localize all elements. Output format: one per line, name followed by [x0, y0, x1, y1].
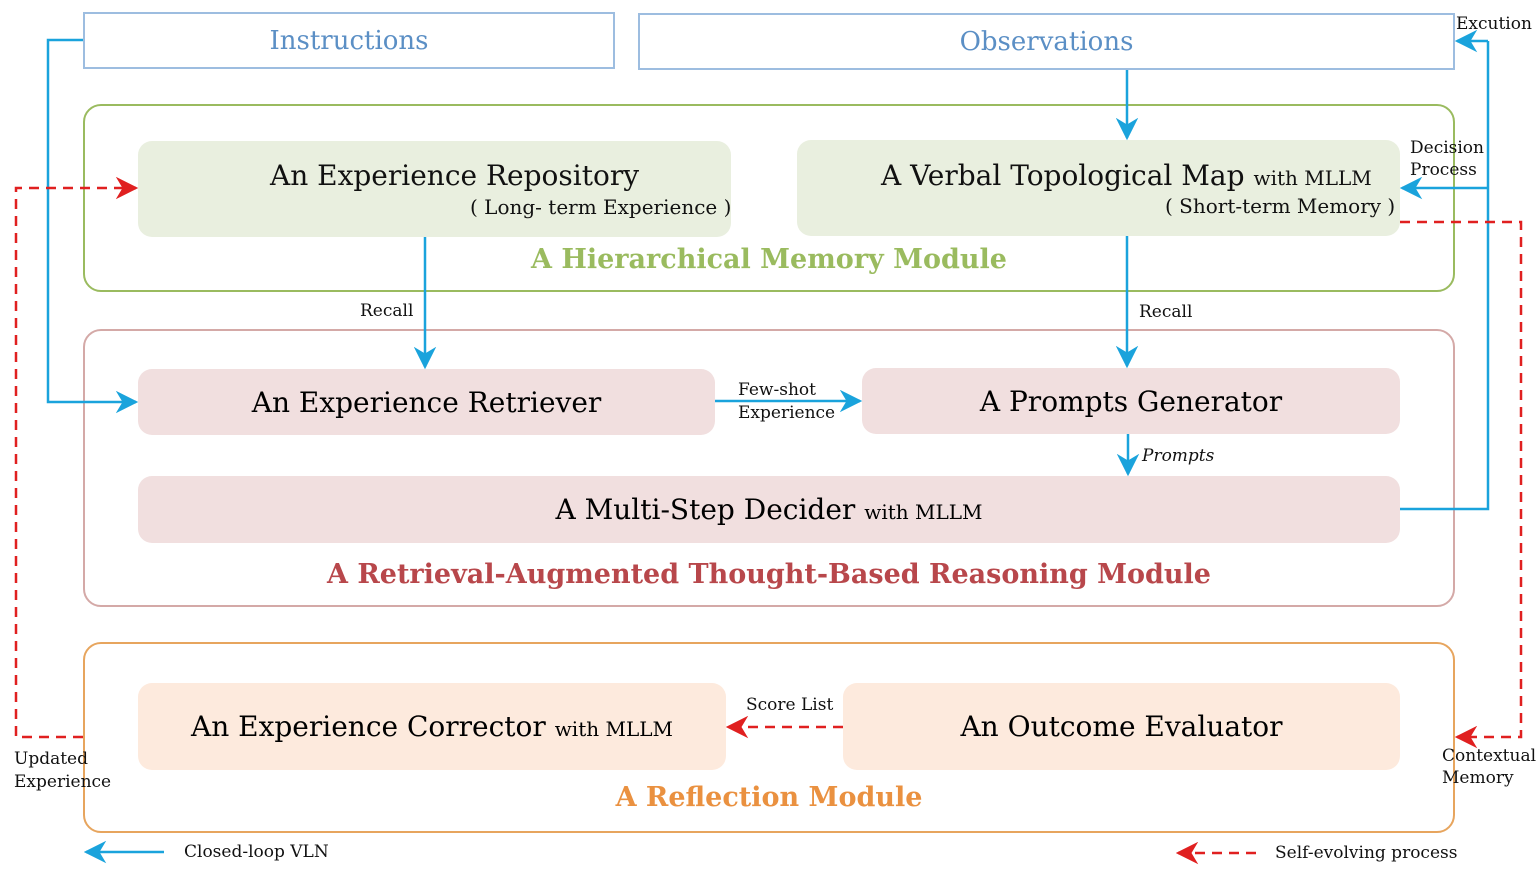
observations-label: Observations	[959, 26, 1134, 57]
arrow-instructions-to-retriever	[46, 38, 139, 414]
multi-step-decider-label: A Multi-Step Decider with MLLM	[555, 493, 982, 526]
legend-self-evolving: Self-evolving process	[1275, 843, 1458, 863]
topological-map-subtitle: ( Short-term Memory )	[1165, 194, 1396, 218]
memory-module-title: A Hierarchical Memory Module	[531, 244, 1007, 275]
label-contextual-memory: Memory	[1442, 768, 1514, 788]
reasoning-module-title: A Retrieval-Augmented Thought-Based Reas…	[327, 559, 1211, 590]
experience-retriever-box: An Experience Retriever	[138, 369, 715, 435]
label-recall-right: Recall	[1139, 302, 1193, 322]
dashed-map-to-reflection	[1400, 220, 1523, 749]
label-updated-experience: Experience	[14, 772, 112, 792]
instructions-box: Instructions	[83, 12, 615, 69]
label-score-list: Score List	[746, 695, 834, 715]
label-prompts: Prompts	[1142, 446, 1215, 466]
memory-module: A Hierarchical Memory Module	[83, 104, 1455, 292]
experience-corrector-box: An Experience Corrector with MLLM	[138, 683, 726, 770]
observations-box: Observations	[638, 13, 1455, 70]
label-process: Process	[1410, 160, 1477, 180]
instructions-label: Instructions	[269, 25, 429, 56]
outcome-evaluator-label: An Outcome Evaluator	[960, 710, 1283, 743]
experience-repository-title: An Experience Repository	[270, 159, 640, 192]
topological-map-title-with: with MLLM	[1253, 166, 1372, 190]
outcome-evaluator-box: An Outcome Evaluator	[843, 683, 1400, 770]
label-decision: Decision	[1410, 138, 1484, 158]
experience-repository-subtitle: ( Long- term Experience )	[470, 195, 732, 219]
prompts-generator-label: A Prompts Generator	[979, 384, 1283, 418]
topological-map-title: A Verbal Topological Map with MLLM	[881, 159, 1372, 192]
multi-step-decider-with: with MLLM	[864, 500, 983, 524]
dashed-updated-experience	[14, 176, 139, 739]
topological-map-box: A Verbal Topological Map with MLLM ( Sho…	[797, 140, 1400, 236]
reflection-module-title: A Reflection Module	[615, 782, 923, 813]
multi-step-decider-main: A Multi-Step Decider	[555, 493, 856, 526]
experience-corrector-main: An Experience Corrector	[191, 710, 546, 743]
experience-corrector-with: with MLLM	[554, 717, 673, 741]
experience-repository-box: An Experience Repository ( Long- term Ex…	[138, 141, 731, 237]
experience-retriever-label: An Experience Retriever	[251, 385, 602, 419]
legend-closed-loop: Closed-loop VLN	[184, 842, 329, 862]
prompts-generator-box: A Prompts Generator	[862, 368, 1400, 434]
reflection-module: A Reflection Module	[83, 642, 1455, 833]
arrow-decider-loop	[1400, 41, 1490, 511]
reasoning-module: A Retrieval-Augmented Thought-Based Reas…	[83, 329, 1455, 607]
label-fewshot-experience: Experience	[738, 403, 836, 423]
label-fewshot: Few-shot	[738, 380, 816, 400]
label-excution: Excution	[1456, 14, 1532, 34]
label-contextual: Contextual	[1442, 746, 1536, 766]
label-updated: Updated	[14, 749, 89, 769]
experience-corrector-label: An Experience Corrector with MLLM	[191, 710, 673, 743]
multi-step-decider-box: A Multi-Step Decider with MLLM	[138, 476, 1400, 543]
topological-map-title-main: A Verbal Topological Map	[881, 159, 1245, 192]
label-recall-left: Recall	[360, 301, 414, 321]
